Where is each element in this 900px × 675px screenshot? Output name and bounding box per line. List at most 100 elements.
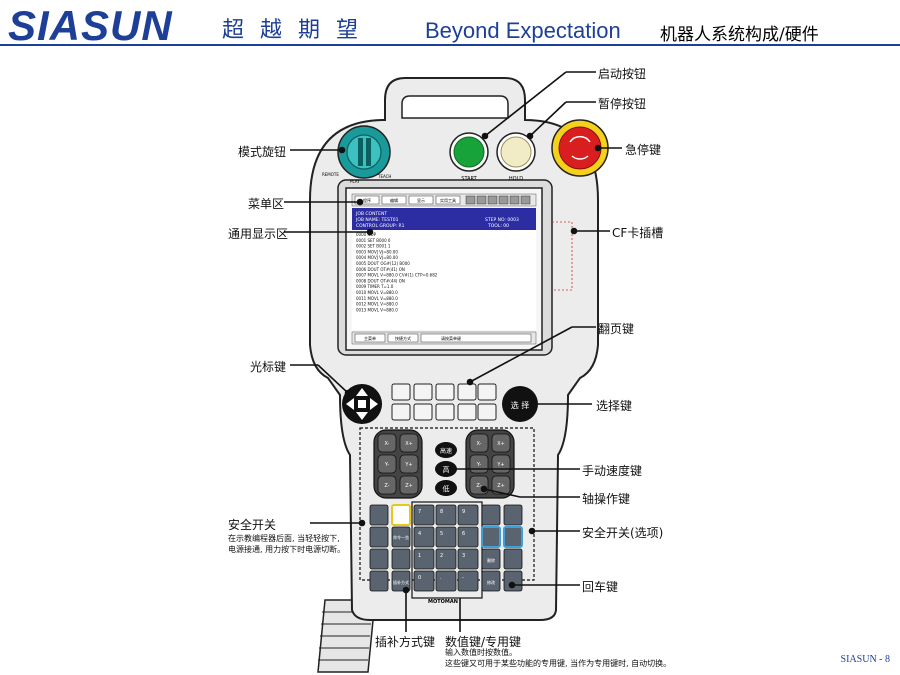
numeric-key-label: 0: [418, 575, 421, 581]
axis-key[interactable]: [377, 475, 397, 495]
menu-icon-button[interactable]: [476, 195, 487, 205]
side-key[interactable]: [503, 570, 523, 592]
function-key[interactable]: [435, 383, 455, 401]
side-key[interactable]: [391, 504, 411, 526]
emergency-stop-button[interactable]: [551, 119, 609, 177]
cursor-key[interactable]: [342, 384, 382, 424]
menu-tab[interactable]: [381, 195, 407, 205]
function-key[interactable]: [435, 403, 455, 421]
slogan-en: Beyond Expectation: [425, 18, 621, 43]
numeric-key[interactable]: [413, 504, 435, 526]
numeric-key[interactable]: [435, 570, 457, 592]
function-key[interactable]: [457, 383, 477, 401]
side-key[interactable]: [391, 526, 411, 548]
side-key[interactable]: [369, 570, 389, 592]
screen-line: 0009 TIMER T=1.0: [356, 284, 394, 289]
knob-teach-label: TEACH: [377, 174, 391, 179]
function-key[interactable]: [391, 383, 411, 401]
bottom-tab[interactable]: [420, 333, 532, 343]
speed-top-label: 高速: [440, 447, 452, 455]
axis-key[interactable]: [399, 454, 419, 474]
axis-key[interactable]: [491, 433, 511, 453]
callout-page-key: 翻页键: [598, 322, 635, 336]
side-key[interactable]: [391, 570, 411, 592]
safety-switch-note-1: 在示教编程器后面, 当轻轻按下,: [228, 534, 340, 543]
function-key[interactable]: [457, 403, 477, 421]
screen-line: 0013 MOVL V=880.0: [356, 307, 398, 312]
axis-key[interactable]: [377, 454, 397, 474]
callout-lines: [284, 71, 622, 632]
function-key[interactable]: [413, 383, 433, 401]
numeric-key[interactable]: [413, 570, 435, 592]
hold-button[interactable]: [496, 132, 536, 172]
axis-key[interactable]: [399, 433, 419, 453]
side-key[interactable]: [369, 504, 389, 526]
start-button[interactable]: [449, 132, 489, 172]
speed-keys[interactable]: [435, 442, 457, 496]
bottom-tab[interactable]: [387, 333, 419, 343]
axis-key[interactable]: [399, 475, 419, 495]
axis-key-label: Y+: [404, 462, 412, 468]
menu-icon-button[interactable]: [465, 195, 476, 205]
screen-title-bar: [352, 208, 536, 230]
menu-icon-button[interactable]: [487, 195, 498, 205]
function-key-cluster: [391, 383, 497, 421]
numeric-key-label: 8: [440, 509, 443, 515]
menu-icon-button[interactable]: [498, 195, 509, 205]
numeric-key[interactable]: [457, 504, 479, 526]
numeric-key[interactable]: [435, 504, 457, 526]
axis-key[interactable]: [491, 475, 511, 495]
axis-key-label: X+: [497, 441, 505, 447]
side-key[interactable]: [503, 504, 523, 526]
function-key[interactable]: [391, 403, 411, 421]
callout-numeric-key: 数值键/专用键: [445, 635, 522, 649]
side-key[interactable]: [481, 504, 501, 526]
side-key[interactable]: [481, 548, 501, 570]
menu-tab[interactable]: [408, 195, 434, 205]
numeric-key[interactable]: [457, 570, 479, 592]
bottom-tab[interactable]: [354, 333, 386, 343]
command-list-key-label: 命令一览: [393, 534, 409, 540]
side-key[interactable]: [481, 570, 501, 592]
side-key[interactable]: [503, 548, 523, 570]
axis-key-label: X-: [385, 441, 390, 447]
screen-line: 0006 DOUT OT#(41) ON: [356, 267, 405, 272]
callout-enter-key: 回车键: [582, 580, 619, 594]
numeric-key[interactable]: [457, 526, 479, 548]
callout-axis-key: 轴操作键: [582, 492, 631, 506]
axis-key[interactable]: [469, 433, 489, 453]
axis-key-label: Y-: [384, 462, 389, 468]
numeric-key[interactable]: [435, 548, 457, 570]
menu-tab[interactable]: [354, 195, 380, 205]
mode-knob[interactable]: [337, 125, 391, 179]
screen-tool: TOOL: 00: [487, 223, 509, 229]
screen-title-2: JOB NAME: TEST01: [355, 217, 399, 223]
modify-key-label: 修改: [487, 579, 495, 585]
screen-line: 0000 NOP: [356, 232, 377, 237]
side-key[interactable]: [481, 526, 501, 548]
side-key[interactable]: [369, 548, 389, 570]
function-key[interactable]: [477, 403, 497, 421]
bottom-tab-label: 主菜单: [364, 335, 376, 341]
side-key[interactable]: [391, 548, 411, 570]
function-key[interactable]: [477, 383, 497, 401]
screen-line: 0002 SET B001 1: [356, 244, 391, 249]
numeric-key-label: 1: [418, 553, 421, 559]
side-key[interactable]: [503, 526, 523, 548]
numeric-key[interactable]: [435, 526, 457, 548]
menu-icon-button[interactable]: [509, 195, 520, 205]
menu-icon-button[interactable]: [520, 195, 531, 205]
numeric-key[interactable]: [413, 548, 435, 570]
menu-tab[interactable]: [435, 195, 461, 205]
numeric-key[interactable]: [457, 548, 479, 570]
axis-key[interactable]: [377, 433, 397, 453]
numeric-key-label: 5: [440, 531, 443, 537]
function-key[interactable]: [413, 403, 433, 421]
side-key[interactable]: [369, 526, 389, 548]
start-text: START: [461, 176, 477, 182]
numeric-key[interactable]: [413, 526, 435, 548]
knob-remote-label: REMOTE: [322, 172, 339, 177]
select-key[interactable]: [502, 386, 538, 422]
